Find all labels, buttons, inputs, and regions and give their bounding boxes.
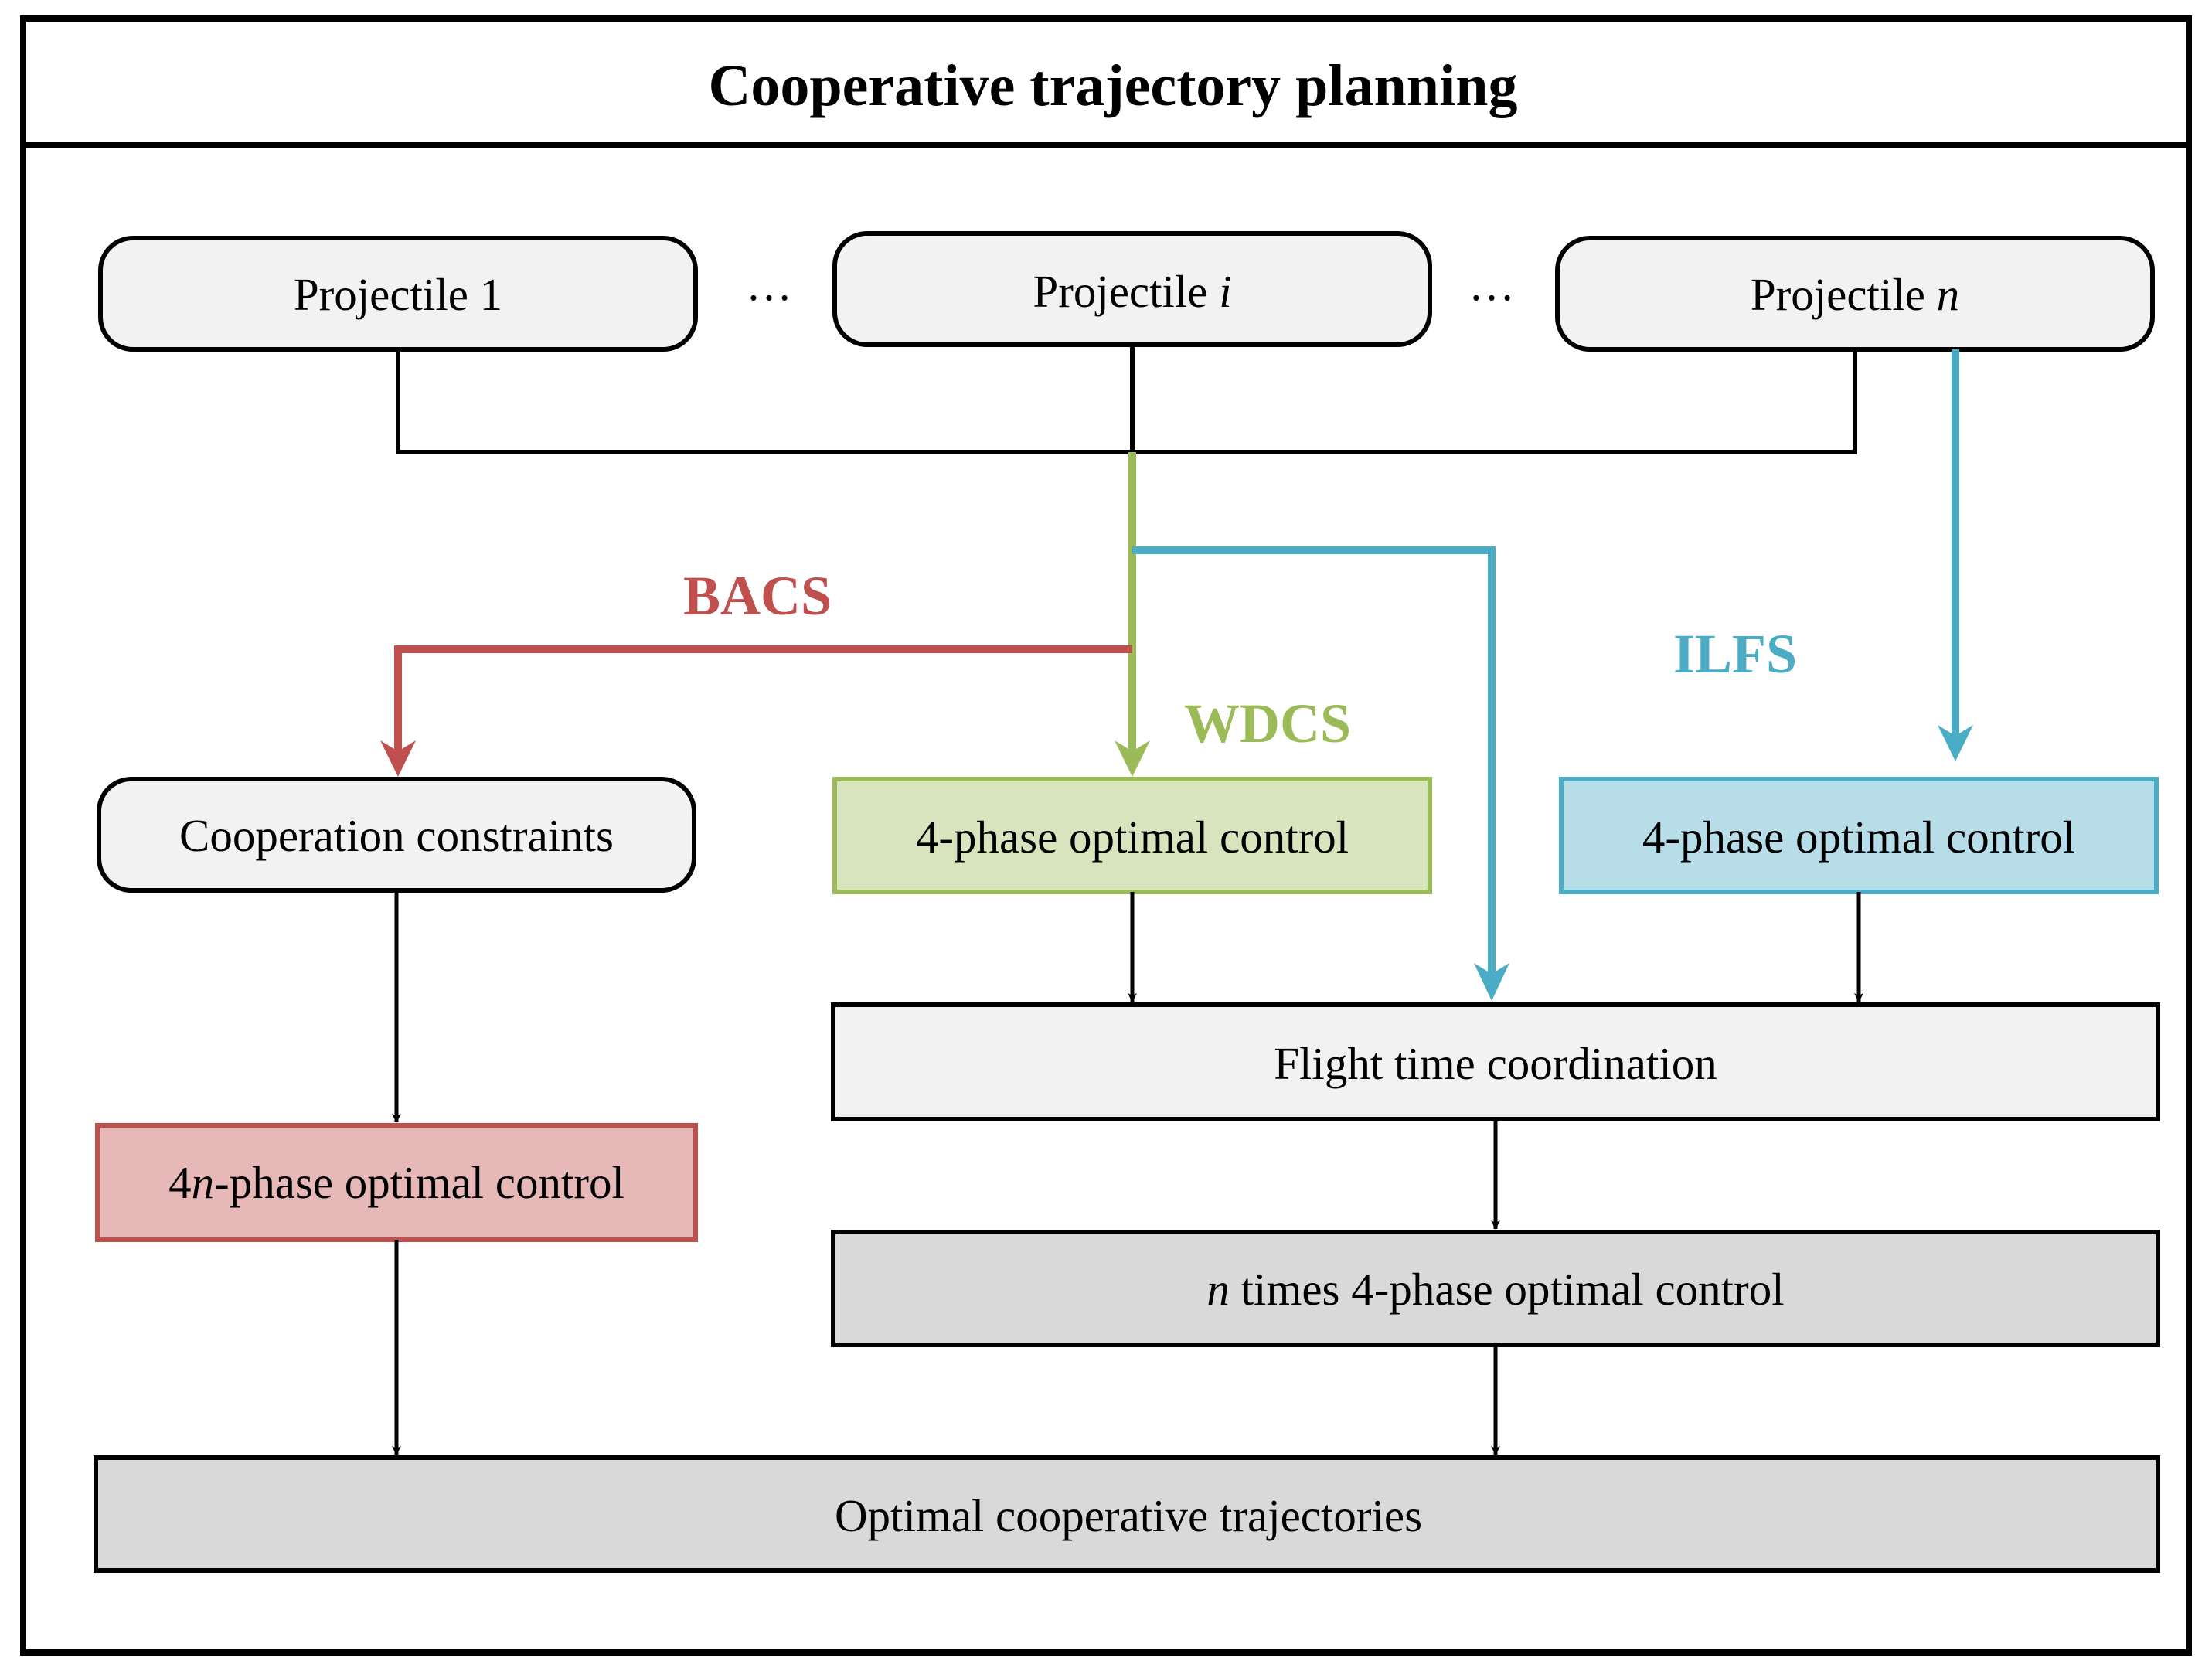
bacs-label: BACS: [683, 565, 832, 627]
ilfs-optimal-control-label: 4-phase optimal control: [1642, 812, 2075, 863]
wdcs-label: WDCS: [1184, 693, 1351, 754]
wdcs-optimal-control-label: 4-phase optimal control: [916, 812, 1349, 863]
ellipsis-left: …: [746, 259, 792, 310]
bacs-path-line: [394, 645, 1132, 751]
projectile-1-label: Projectile 1: [294, 269, 502, 320]
bacs-optimal-control-box: [95, 1123, 698, 1242]
projectile-n-label: Projectile n: [1751, 269, 1959, 320]
projectile-i-label: Projectile i: [1033, 266, 1231, 317]
ilfs-branch-arrowhead: [1474, 963, 1509, 1001]
n-times-optimal-control-label: n times 4-phase optimal control: [1206, 1264, 1784, 1315]
diagram-title: Cooperative trajectory planning: [709, 53, 1518, 118]
projectile-bus-line: [396, 349, 1857, 454]
ilfs-branch-line: [1132, 546, 1496, 974]
ilfs-label: ILFS: [1673, 623, 1797, 685]
ilfs-optimal-control-box: [1559, 777, 2159, 894]
bacs-optimal-control-label: 4n-phase optimal control: [168, 1157, 624, 1208]
optimal-trajectories-box: [94, 1455, 2160, 1573]
wdcs-arrowhead: [1115, 740, 1150, 777]
flight-time-coordination-box: [831, 1002, 2160, 1121]
optimal-trajectories-label: Optimal cooperative trajectories: [835, 1490, 1422, 1541]
flight-time-coordination-label: Flight time coordination: [1274, 1038, 1717, 1089]
n-times-optimal-control-box: [831, 1230, 2160, 1347]
ilfs-pn-arrowhead: [1938, 725, 1973, 761]
cooperation-constraints-label: Cooperation constraints: [179, 810, 614, 861]
bacs-arrowhead: [380, 740, 416, 777]
ellipsis-right: …: [1468, 259, 1515, 310]
wdcs-optimal-control-box: [832, 777, 1432, 894]
